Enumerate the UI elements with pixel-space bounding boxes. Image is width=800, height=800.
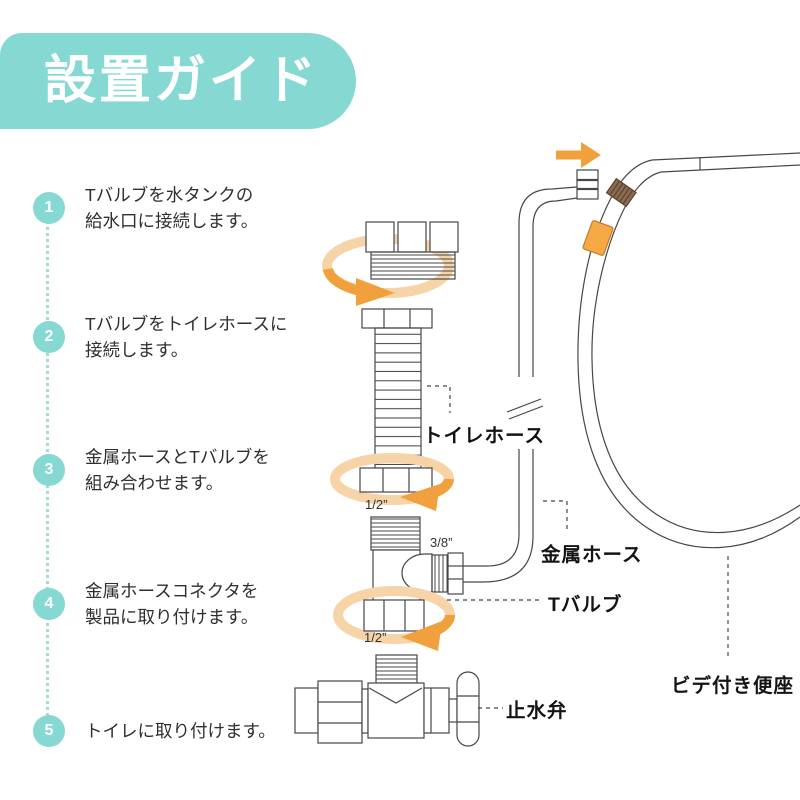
header-banner: 設置ガイド — [0, 33, 356, 129]
toilet-hose-bottom-nut — [359, 467, 433, 493]
step-text: Tバルブをトイレホースに 接続します。 — [85, 314, 288, 360]
label-size-three-eighths: 3/8” — [430, 535, 453, 550]
seat-inlet-fitting — [605, 177, 637, 208]
step-item-5: 5 トイレに取り付けます。 — [33, 715, 276, 747]
toilet-flex-hose — [374, 327, 422, 469]
step-item-1: 1 Tバルブを水タンクの 給水口に接続します。 — [33, 182, 258, 234]
label-size-half-top: 1/2” — [365, 497, 388, 512]
rotate-arrow-2-head-icon — [400, 478, 454, 511]
step-number-badge: 3 — [33, 454, 65, 486]
step-text: トイレに取り付けます。 — [85, 721, 276, 741]
step-number-badge: 5 — [33, 715, 65, 747]
label-t-valve: Tバルブ — [548, 594, 623, 616]
label-bidet-seat: ビデ付き便座 — [671, 675, 795, 697]
step-number-badge: 1 — [33, 192, 65, 224]
page-title: 設置ガイド — [44, 52, 320, 110]
rotate-arrow-3-head-icon — [401, 614, 455, 651]
step-number-badge: 2 — [33, 321, 65, 353]
label-toilet-hose: トイレホース — [423, 425, 546, 447]
label-size-half-bottom: 1/2” — [364, 630, 387, 645]
t-valve-bottom-nut — [363, 599, 425, 632]
step-item-3: 3 金属ホースとTバルブを 組み合わせます。 — [33, 444, 270, 496]
step-text: 金属ホースコネクタを 製品に取り付けます。 — [85, 581, 259, 627]
step-text: 金属ホースとTバルブを 組み合わせます。 — [85, 447, 270, 493]
step-number-badge: 4 — [33, 588, 65, 620]
step-item-2: 2 Tバルブをトイレホースに 接続します。 — [33, 311, 287, 363]
tank-connector — [365, 221, 459, 280]
label-leader-lines — [427, 385, 729, 709]
label-stop-valve: 止水弁 — [506, 700, 568, 722]
seat-mount-connector — [582, 220, 614, 256]
metal-hose — [463, 186, 578, 583]
stop-valve — [294, 654, 480, 747]
label-metal-hose: 金属ホース — [541, 544, 643, 566]
toilet-hose-top-nut — [361, 308, 433, 329]
bidet-seat-outline — [577, 152, 800, 549]
rotate-arrow-1-head-icon — [323, 267, 395, 306]
step-text: Tバルブを水タンクの 給水口に接続します。 — [85, 185, 259, 231]
hose-end-connector — [576, 169, 599, 200]
attach-arrow-icon — [556, 142, 601, 168]
step-item-4: 4 金属ホースコネクタを 製品に取り付けます。 — [33, 578, 258, 630]
